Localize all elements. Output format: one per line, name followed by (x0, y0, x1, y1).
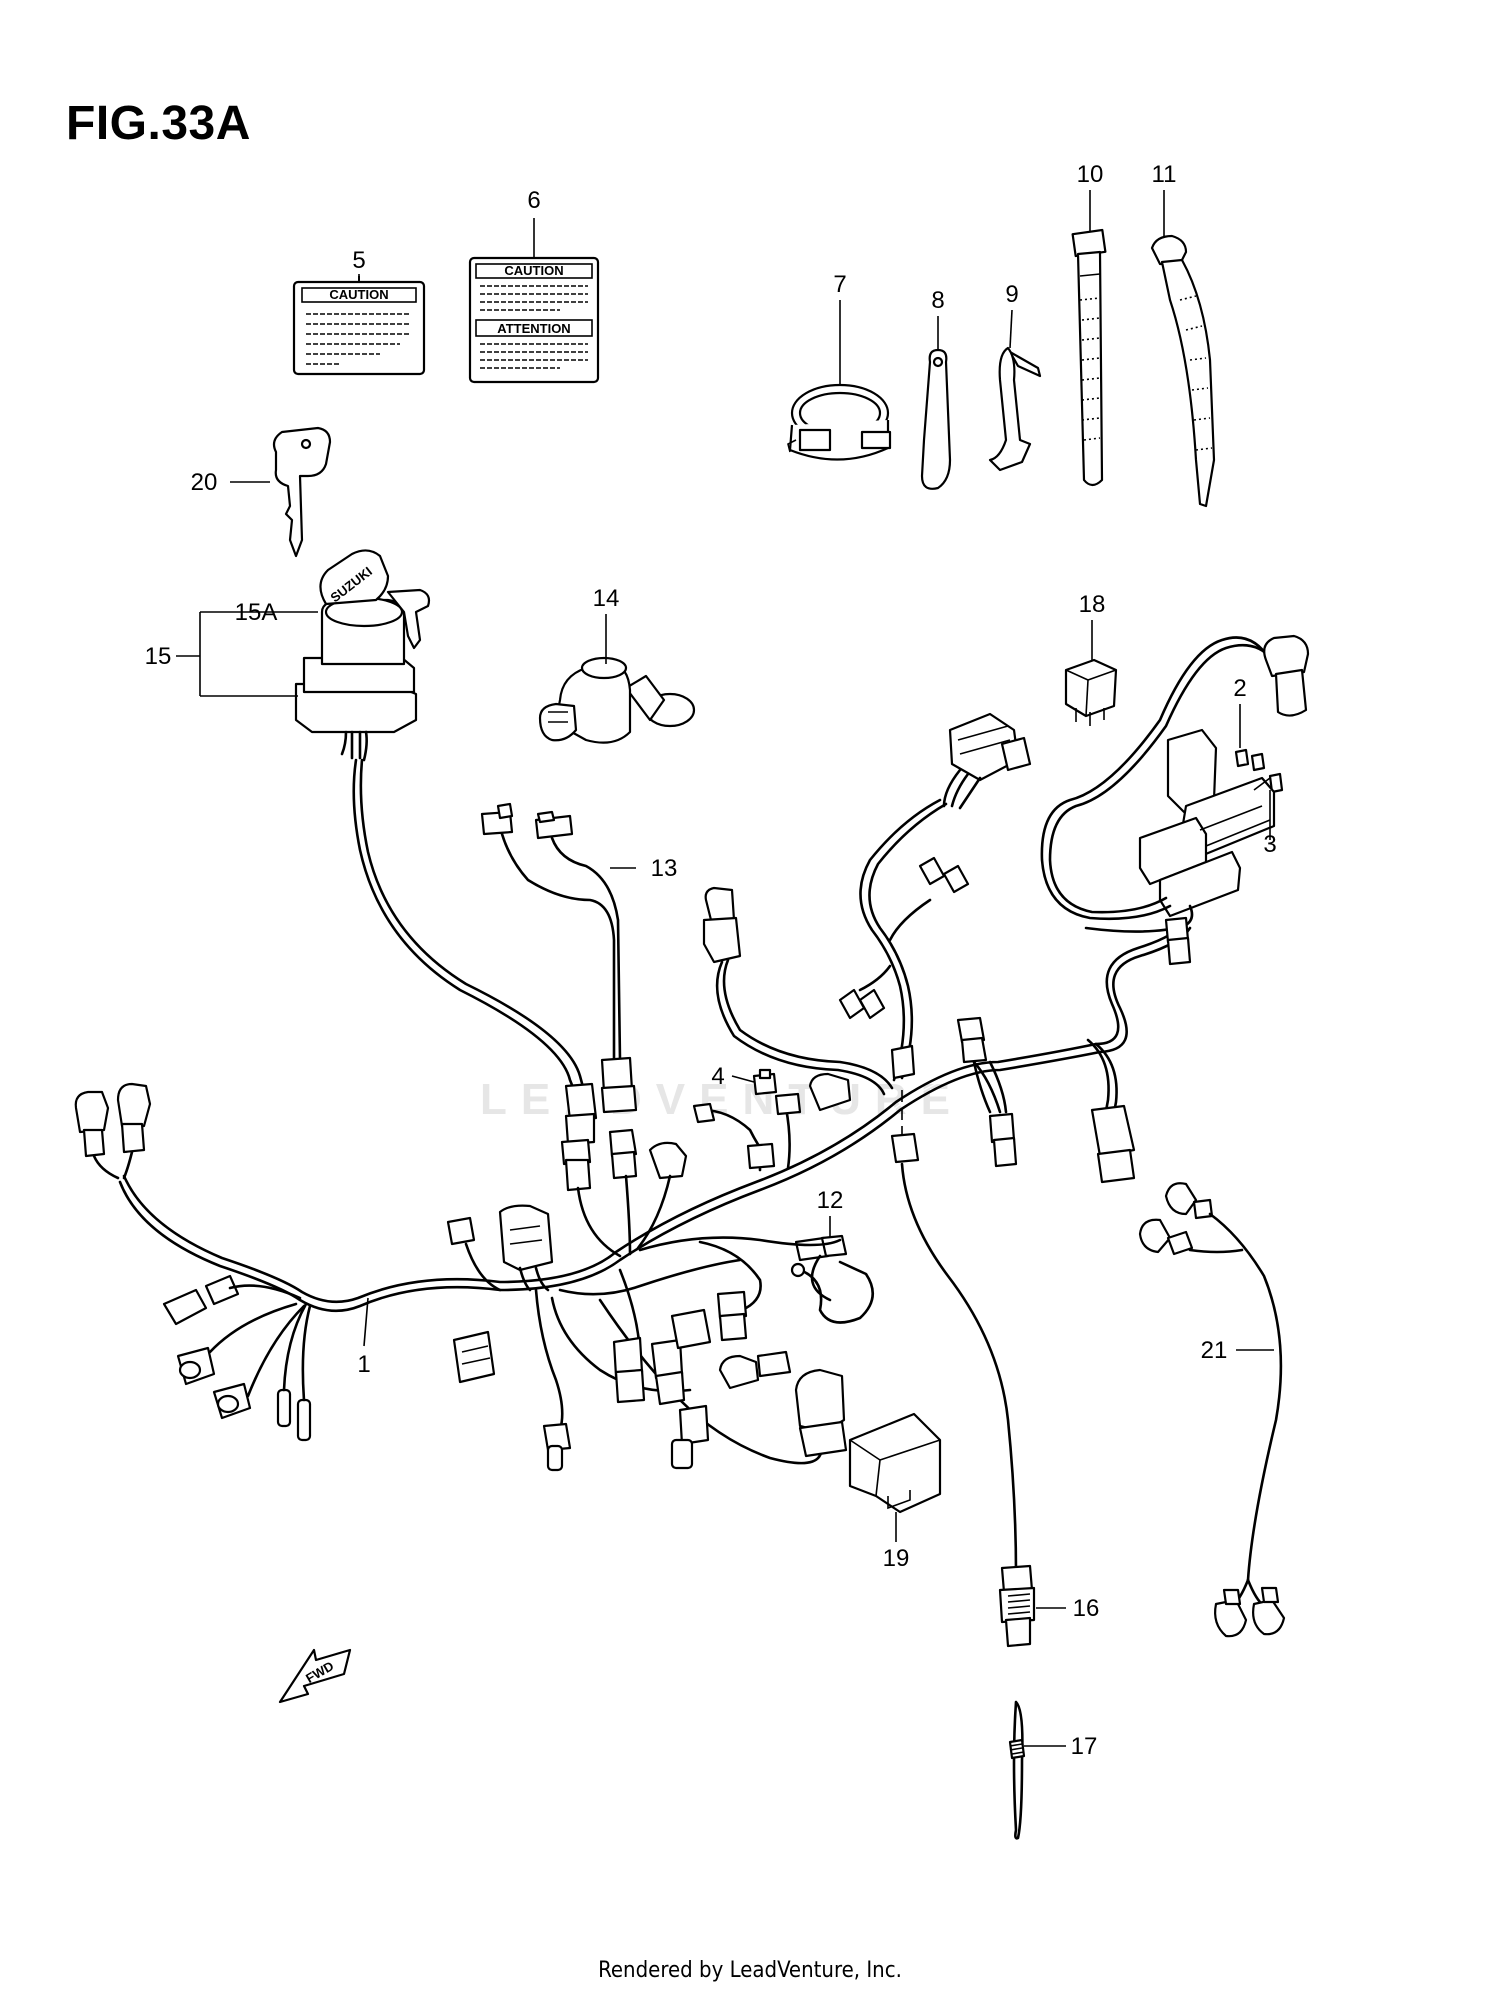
callout-13: 13 (651, 855, 678, 882)
mid-right-connectors[interactable] (956, 1016, 1018, 1168)
part-6-caution-attention-label[interactable]: CAUTION ATTENTION (468, 256, 600, 384)
callout-leaders (176, 190, 1274, 1747)
part-13-sub-harness[interactable] (480, 802, 574, 840)
part-21-lead-wire[interactable] (1138, 1182, 1286, 1638)
part-15-ignition-switch[interactable]: SUZUKI (294, 549, 431, 762)
part-11-cable-tie[interactable] (1150, 234, 1216, 508)
callout-3: 3 (1263, 831, 1276, 858)
fuse-box-wire (1040, 636, 1272, 921)
watermark: LEADVENTURE (480, 1075, 965, 1124)
caution-large-text: CAUTION (504, 263, 563, 278)
callout-10: 10 (1077, 161, 1104, 188)
upper-right-connector-block[interactable] (948, 712, 1032, 782)
callout-4: 4 (711, 1063, 724, 1090)
part-10-cable-tie[interactable] (1071, 228, 1107, 487)
callout-8: 8 (931, 287, 944, 314)
part-7-band-clamp[interactable] (787, 383, 892, 461)
part-18-relay[interactable] (1064, 658, 1118, 726)
upper-center-connector[interactable] (702, 886, 852, 1112)
callout-5: 5 (352, 247, 365, 274)
callout-15a: 15A (235, 599, 278, 626)
small-plug[interactable] (692, 1102, 716, 1124)
callout-17: 17 (1071, 1733, 1098, 1760)
part-2-fuse-box-fuse[interactable] (1234, 748, 1266, 772)
callout-numbers: 5 6 7 8 9 10 11 20 15A 15 14 18 2 3 13 4… (145, 161, 1277, 1760)
part-12-ground-wire[interactable] (790, 1234, 874, 1324)
part-15a-key[interactable]: SUZUKI (319, 549, 431, 650)
callout-14: 14 (593, 585, 620, 612)
callout-7: 7 (833, 271, 846, 298)
part-3-fuse[interactable] (1268, 772, 1284, 794)
callout-16: 16 (1073, 1595, 1100, 1622)
lower-connectors[interactable] (542, 1290, 848, 1472)
attention-text: ATTENTION (497, 321, 570, 336)
callout-2: 2 (1233, 675, 1246, 702)
callout-9: 9 (1005, 281, 1018, 308)
part-17-pin[interactable] (1008, 1700, 1026, 1840)
part-9-clip[interactable] (988, 346, 1042, 472)
callout-15: 15 (145, 643, 172, 670)
callout-11: 11 (1152, 161, 1177, 188)
left-bottom-connectors[interactable] (162, 1274, 312, 1442)
callout-1: 1 (357, 1351, 370, 1378)
callout-6: 6 (527, 187, 540, 214)
part-5-caution-label[interactable]: CAUTION (292, 280, 426, 376)
part-20-key[interactable] (272, 426, 332, 558)
plug-4b[interactable] (774, 1092, 802, 1116)
callout-21: 21 (1201, 1337, 1228, 1364)
footer-credit: Rendered by LeadVenture, Inc. (598, 1958, 902, 1983)
part-8-wire-clamp[interactable] (920, 348, 952, 490)
right-top-connector[interactable] (1263, 634, 1310, 717)
left-end-connectors[interactable] (74, 1082, 152, 1158)
center-connectors[interactable] (446, 1128, 688, 1384)
part-16-sensor[interactable] (890, 1132, 1036, 1648)
ignition-wire (352, 758, 580, 1102)
callout-19: 19 (883, 1545, 910, 1572)
part-4-connector[interactable] (752, 1068, 778, 1096)
bullet-connectors[interactable] (838, 856, 970, 1080)
callout-12: 12 (817, 1187, 844, 1214)
part-14-switch[interactable] (538, 656, 696, 744)
caution-small-text: CAUTION (329, 287, 388, 302)
figure-title: FIG.33A (66, 97, 251, 150)
ignition-connector[interactable] (564, 1082, 598, 1122)
fuse-box[interactable] (1138, 728, 1276, 918)
right-middle-connectors[interactable] (1090, 916, 1192, 1184)
fwd-direction-arrow: FWD (278, 1648, 352, 1704)
part-1-main-harness[interactable] (118, 920, 1192, 1313)
callout-18: 18 (1079, 591, 1106, 618)
part-19-relay-unit[interactable] (848, 1412, 942, 1514)
callout-20: 20 (191, 469, 218, 496)
